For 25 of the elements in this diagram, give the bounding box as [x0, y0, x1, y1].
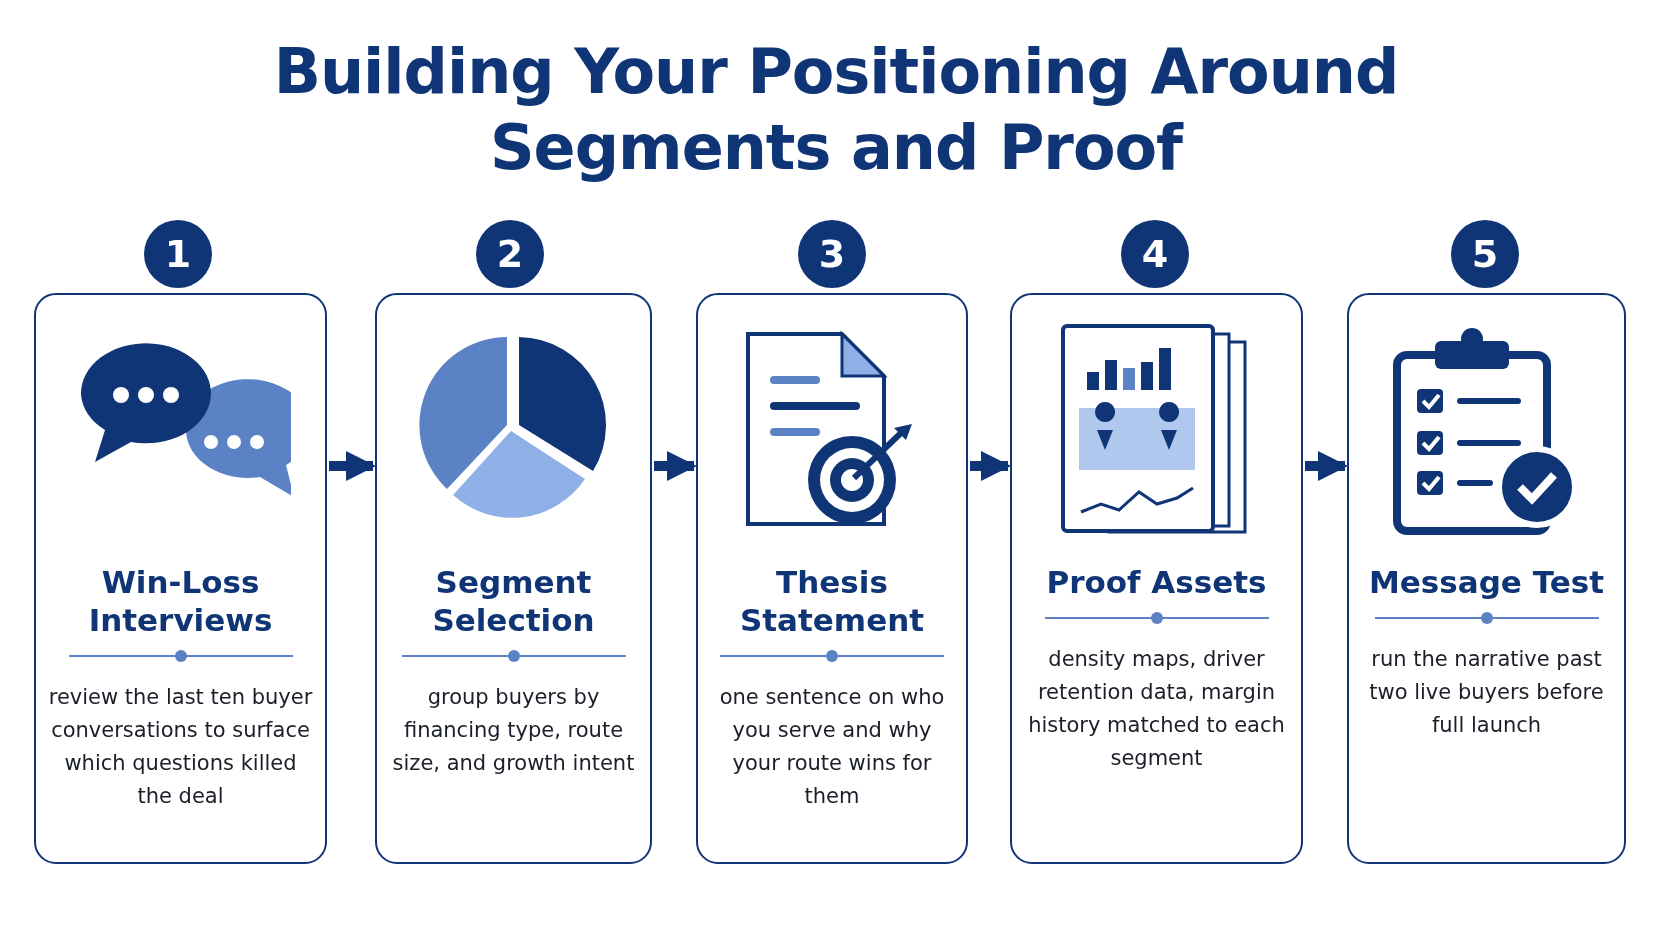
step-description: one sentence on who you serve and why your route wins for them: [718, 684, 946, 810]
step-number: 4: [1121, 220, 1189, 288]
step-number: 5: [1451, 220, 1519, 288]
step-heading: Segment Selection: [431, 563, 596, 639]
step-number: 1: [144, 220, 212, 288]
step-heading: Proof Assets: [1046, 563, 1267, 601]
step-card: [1010, 293, 1303, 864]
step-description: run the narrative past two live buyers before full launch: [1368, 646, 1605, 739]
step-description: group buyers by financing type, route size, and growth intent: [391, 684, 636, 777]
step-heading: Win-Loss Interviews: [87, 563, 274, 639]
arrow: [329, 451, 376, 481]
arrow: [654, 451, 697, 481]
step-heading: Thesis Statement: [738, 563, 926, 639]
arrow: [1305, 451, 1348, 481]
step-description: density maps, driver retention data, margin history matched to each segment: [1027, 646, 1286, 772]
step-description: review the last ten buyer conversations to surface which questions killed the deal: [48, 684, 313, 810]
step-card: [375, 293, 652, 864]
step-card: [696, 293, 968, 864]
step-number: 2: [476, 220, 544, 288]
step-heading: Message Test: [1369, 563, 1604, 601]
title: Building Your Positioning Around Segments and Proof: [272, 34, 1400, 186]
arrow: [970, 451, 1011, 481]
step-card: [34, 293, 327, 864]
step-card: [1347, 293, 1626, 864]
step-number: 3: [798, 220, 866, 288]
